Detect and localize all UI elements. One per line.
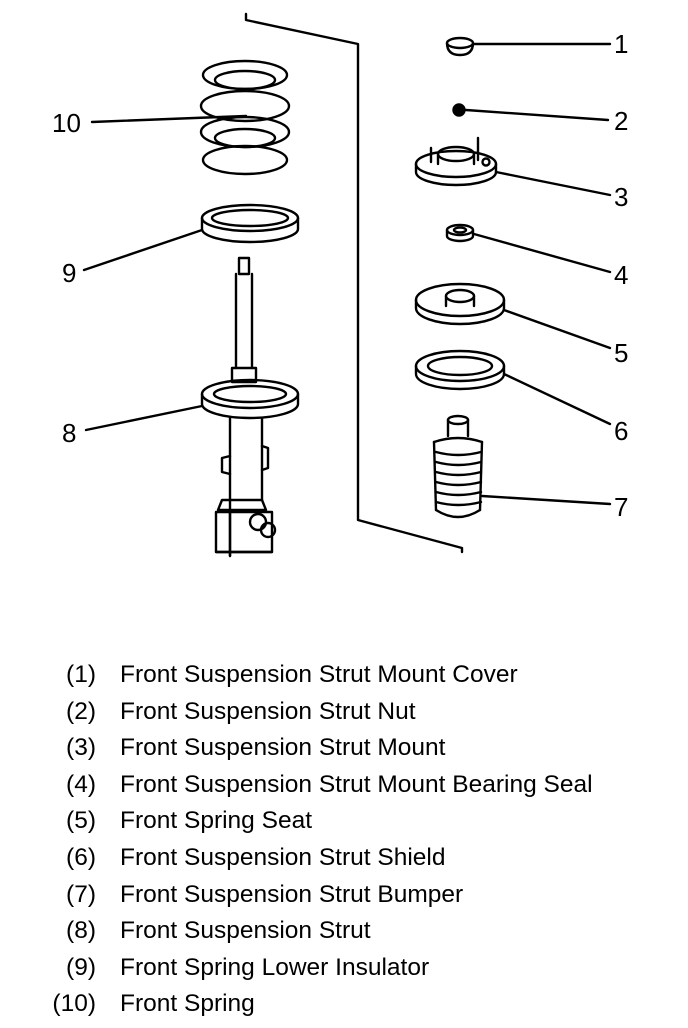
callout-2: 2 <box>614 106 628 136</box>
leader-line-10 <box>90 114 248 124</box>
parts-legend: (1) Front Suspension Strut Mount Cover (… <box>0 660 688 1026</box>
legend-item: (7) Front Suspension Strut Bumper <box>0 880 688 917</box>
bearing-seal-part <box>445 223 475 243</box>
callout-10: 10 <box>52 108 81 138</box>
legend-label: Front Spring Lower Insulator <box>120 953 430 981</box>
alignment-bracket <box>244 12 464 554</box>
legend-number: (4) <box>66 770 96 798</box>
front-spring-part <box>199 59 291 176</box>
legend-number: (3) <box>66 734 96 762</box>
legend-item: (2) Front Suspension Strut Nut <box>0 697 688 734</box>
callout-6: 6 <box>614 416 628 446</box>
callout-9: 9 <box>62 258 76 288</box>
leader-line-2 <box>464 108 610 122</box>
legend-number: (7) <box>66 880 96 908</box>
legend-number: (1) <box>66 661 96 688</box>
legend-label: Front Suspension Strut Bumper <box>120 880 464 908</box>
callout-7: 7 <box>614 492 628 522</box>
callout-8: 8 <box>62 418 76 448</box>
legend-label: Front Suspension Strut Nut <box>120 697 416 725</box>
legend-item: (9) Front Spring Lower Insulator <box>0 953 688 990</box>
leader-line-4 <box>472 232 612 274</box>
spring-seat-part <box>414 282 506 326</box>
leader-line-6 <box>502 372 612 426</box>
legend-number: (2) <box>66 697 96 725</box>
strut-mount-part <box>414 136 498 187</box>
callout-4: 4 <box>614 260 628 290</box>
mount-cover-part <box>445 36 475 57</box>
legend-label: Front Suspension Strut Mount Cover <box>120 661 518 688</box>
legend-item: (8) Front Suspension Strut <box>0 916 688 953</box>
legend-number: (8) <box>66 917 96 945</box>
strut-part <box>200 256 300 558</box>
legend-label: Front Spring Seat <box>120 807 313 835</box>
leader-line-8 <box>84 404 204 432</box>
strut-shield-part <box>414 349 506 391</box>
legend-item: (5) Front Spring Seat <box>0 806 688 843</box>
legend-number: (9) <box>66 953 96 981</box>
legend-label: Front Spring <box>120 990 255 1018</box>
legend-number: (10) <box>52 990 96 1018</box>
legend-item: (3) Front Suspension Strut Mount <box>0 733 688 770</box>
callout-3: 3 <box>614 182 628 212</box>
legend-item: (6) Front Suspension Strut Shield <box>0 843 688 880</box>
strut-nut-part <box>452 103 466 117</box>
legend-label: Front Suspension Strut Shield <box>120 843 446 871</box>
legend-number: (5) <box>66 807 96 835</box>
legend-item: (4) Front Suspension Strut Mount Bearing… <box>0 770 688 807</box>
legend-item: (10) Front Spring <box>0 989 688 1026</box>
callout-1: 1 <box>614 29 628 59</box>
leader-line-3 <box>494 170 612 197</box>
leader-line-9 <box>82 228 204 272</box>
legend-label: Front Suspension Strut <box>120 917 371 945</box>
legend-number: (6) <box>66 843 96 871</box>
legend-item: (1) Front Suspension Strut Mount Cover <box>0 660 688 697</box>
legend-label: Front Suspension Strut Mount <box>120 734 446 762</box>
exploded-strut-diagram: 1 2 3 4 5 6 7 8 9 10 <box>52 12 628 558</box>
leader-line-5 <box>502 308 612 350</box>
legend-label: Front Suspension Strut Mount Bearing Sea… <box>120 770 593 798</box>
callout-5: 5 <box>614 338 628 368</box>
strut-bumper-part <box>432 414 484 519</box>
lower-insulator-part <box>200 203 300 244</box>
leader-line-7 <box>480 494 612 506</box>
